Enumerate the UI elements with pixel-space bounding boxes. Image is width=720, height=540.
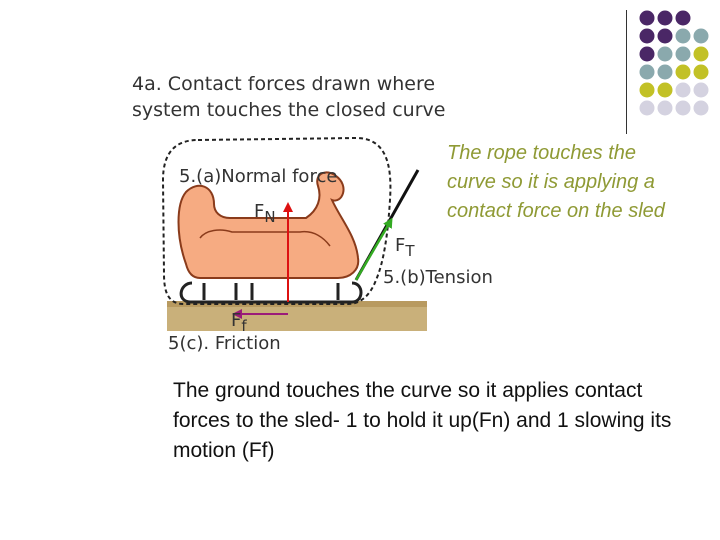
- diagram-heading-line-2: system touches the closed curve: [132, 99, 445, 121]
- decorative-dot: [657, 64, 673, 80]
- decorative-dot: [693, 100, 709, 116]
- decorative-dot: [639, 10, 655, 26]
- ground-shadow: [167, 301, 427, 307]
- decorative-dot: [657, 100, 673, 116]
- normal-force-symbol: FN: [254, 201, 276, 226]
- decorative-dot: [693, 64, 709, 80]
- decorative-dot: [639, 46, 655, 62]
- sled-force-diagram: 4a. Contact forces drawn where system to…: [132, 73, 493, 354]
- friction-label: 5(c). Friction: [168, 333, 281, 354]
- sled-runners: [179, 281, 363, 304]
- tension-force-symbol: FT: [395, 235, 415, 260]
- decorative-dot: [675, 46, 691, 62]
- decorative-dot: [657, 82, 673, 98]
- decorative-dot: [693, 28, 709, 44]
- sled-body: [177, 171, 360, 279]
- decorative-dot: [675, 10, 691, 26]
- decorative-dot: [639, 28, 655, 44]
- decorative-dot: [675, 100, 691, 116]
- decorative-divider-line: [626, 10, 627, 134]
- decorative-dot: [675, 64, 691, 80]
- tension-force-arrow: [354, 217, 393, 281]
- sled-seat-detail: [199, 229, 331, 247]
- diagram-heading-line-1: 4a. Contact forces drawn where: [132, 73, 435, 95]
- friction-force-symbol: Ff: [231, 310, 247, 335]
- system-boundary-curve: [161, 136, 392, 305]
- tension-label: 5.(b)Tension: [383, 267, 493, 288]
- decorative-dot: [657, 10, 673, 26]
- decorative-dot: [639, 82, 655, 98]
- decorative-dot: [639, 100, 655, 116]
- ground-caption-text: The ground touches the curve so it appli…: [173, 379, 672, 462]
- decorative-dot: [693, 46, 709, 62]
- decorative-dot: [675, 28, 691, 44]
- decorative-dot: [693, 82, 709, 98]
- decorative-dot: [675, 82, 691, 98]
- rope-callout-text: The rope touches the curve so it is appl…: [447, 142, 665, 222]
- normal-force-label: 5.(a)Normal force: [179, 166, 337, 187]
- decorative-dot: [657, 46, 673, 62]
- decorative-dot: [657, 28, 673, 44]
- decorative-dot-grid: [639, 10, 709, 116]
- decorative-dot: [639, 64, 655, 80]
